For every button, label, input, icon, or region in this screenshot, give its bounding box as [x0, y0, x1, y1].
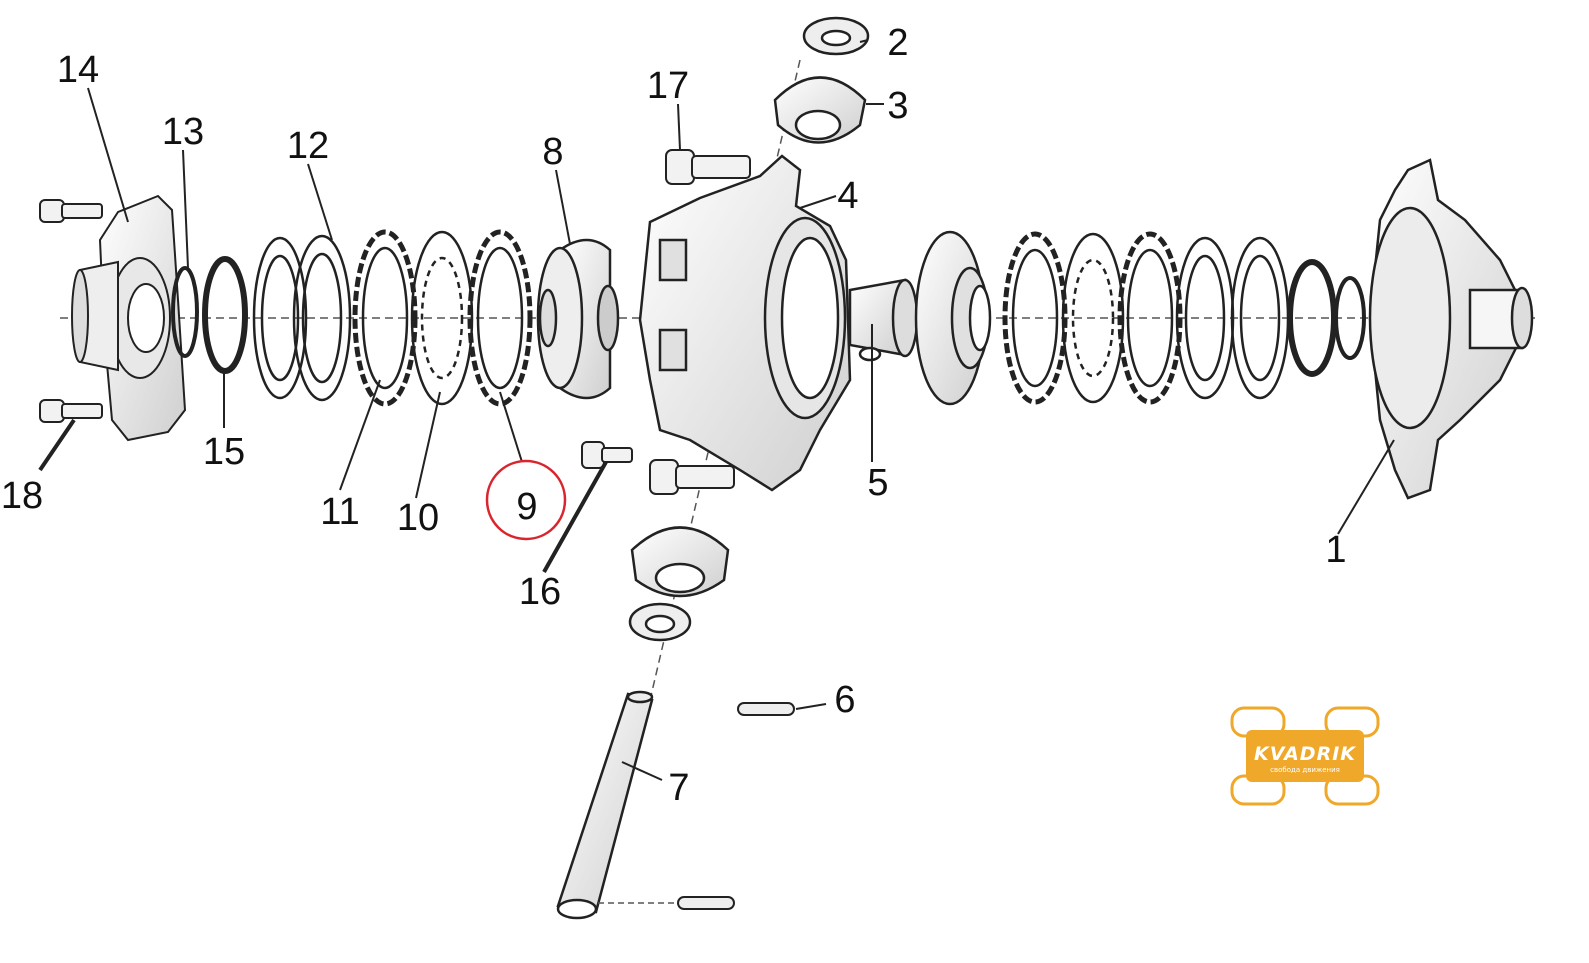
highlight-circle-part-9: [485, 459, 567, 541]
label-18: 18: [1, 475, 43, 517]
part-8-gear: [536, 238, 620, 400]
part-right-disc-stack: [1002, 231, 1366, 405]
part-5-shaft: [848, 278, 919, 362]
label-2: 2: [887, 22, 908, 64]
part-9-friction-disc: [467, 229, 533, 407]
label-15: 15: [203, 431, 245, 473]
label-16: 16: [519, 571, 561, 613]
part-bottom-gear: [628, 526, 730, 642]
leader-lines: [38, 39, 1395, 781]
part-15-ring: [202, 256, 248, 374]
part-16-bolt: [581, 441, 633, 469]
part-labels: 14 13 12 8 17 2 3 4 5 1 15 11 10 9 16 18…: [1, 22, 1347, 809]
label-5: 5: [867, 462, 888, 504]
kvadrik-logo: KVADRIK свобода движения: [1230, 706, 1380, 806]
part-14-left-cover: [71, 194, 187, 442]
part-11-friction-disc: [352, 229, 418, 407]
part-13-ring: [171, 266, 199, 358]
part-right-side-gear: [914, 230, 992, 406]
label-9: 9: [516, 486, 537, 528]
part-2-top-washer: [802, 16, 870, 56]
label-1: 1: [1325, 529, 1346, 571]
part-17-bolts: [649, 149, 751, 495]
label-14: 14: [57, 49, 99, 91]
part-3-top-gear: [773, 76, 867, 144]
label-17: 17: [647, 65, 689, 107]
label-8: 8: [542, 131, 563, 173]
part-12-discs: [252, 234, 352, 402]
label-7: 7: [668, 767, 689, 809]
part-1-right-cover: [1368, 158, 1534, 500]
label-3: 3: [887, 85, 908, 127]
label-12: 12: [287, 125, 329, 167]
label-10: 10: [397, 497, 439, 539]
part-6-small-pins: [677, 702, 795, 910]
part-7-pin: [556, 690, 654, 920]
part-4-housing: [638, 154, 852, 492]
logo-name: KVADRIK: [1254, 743, 1356, 765]
logo-tagline: свобода движения: [1270, 766, 1340, 774]
label-6: 6: [834, 679, 855, 721]
label-4: 4: [837, 175, 858, 217]
label-11: 11: [320, 491, 359, 533]
part-10-toothed-disc: [410, 230, 474, 406]
part-18-bolts: [39, 199, 103, 423]
label-13: 13: [162, 111, 204, 153]
